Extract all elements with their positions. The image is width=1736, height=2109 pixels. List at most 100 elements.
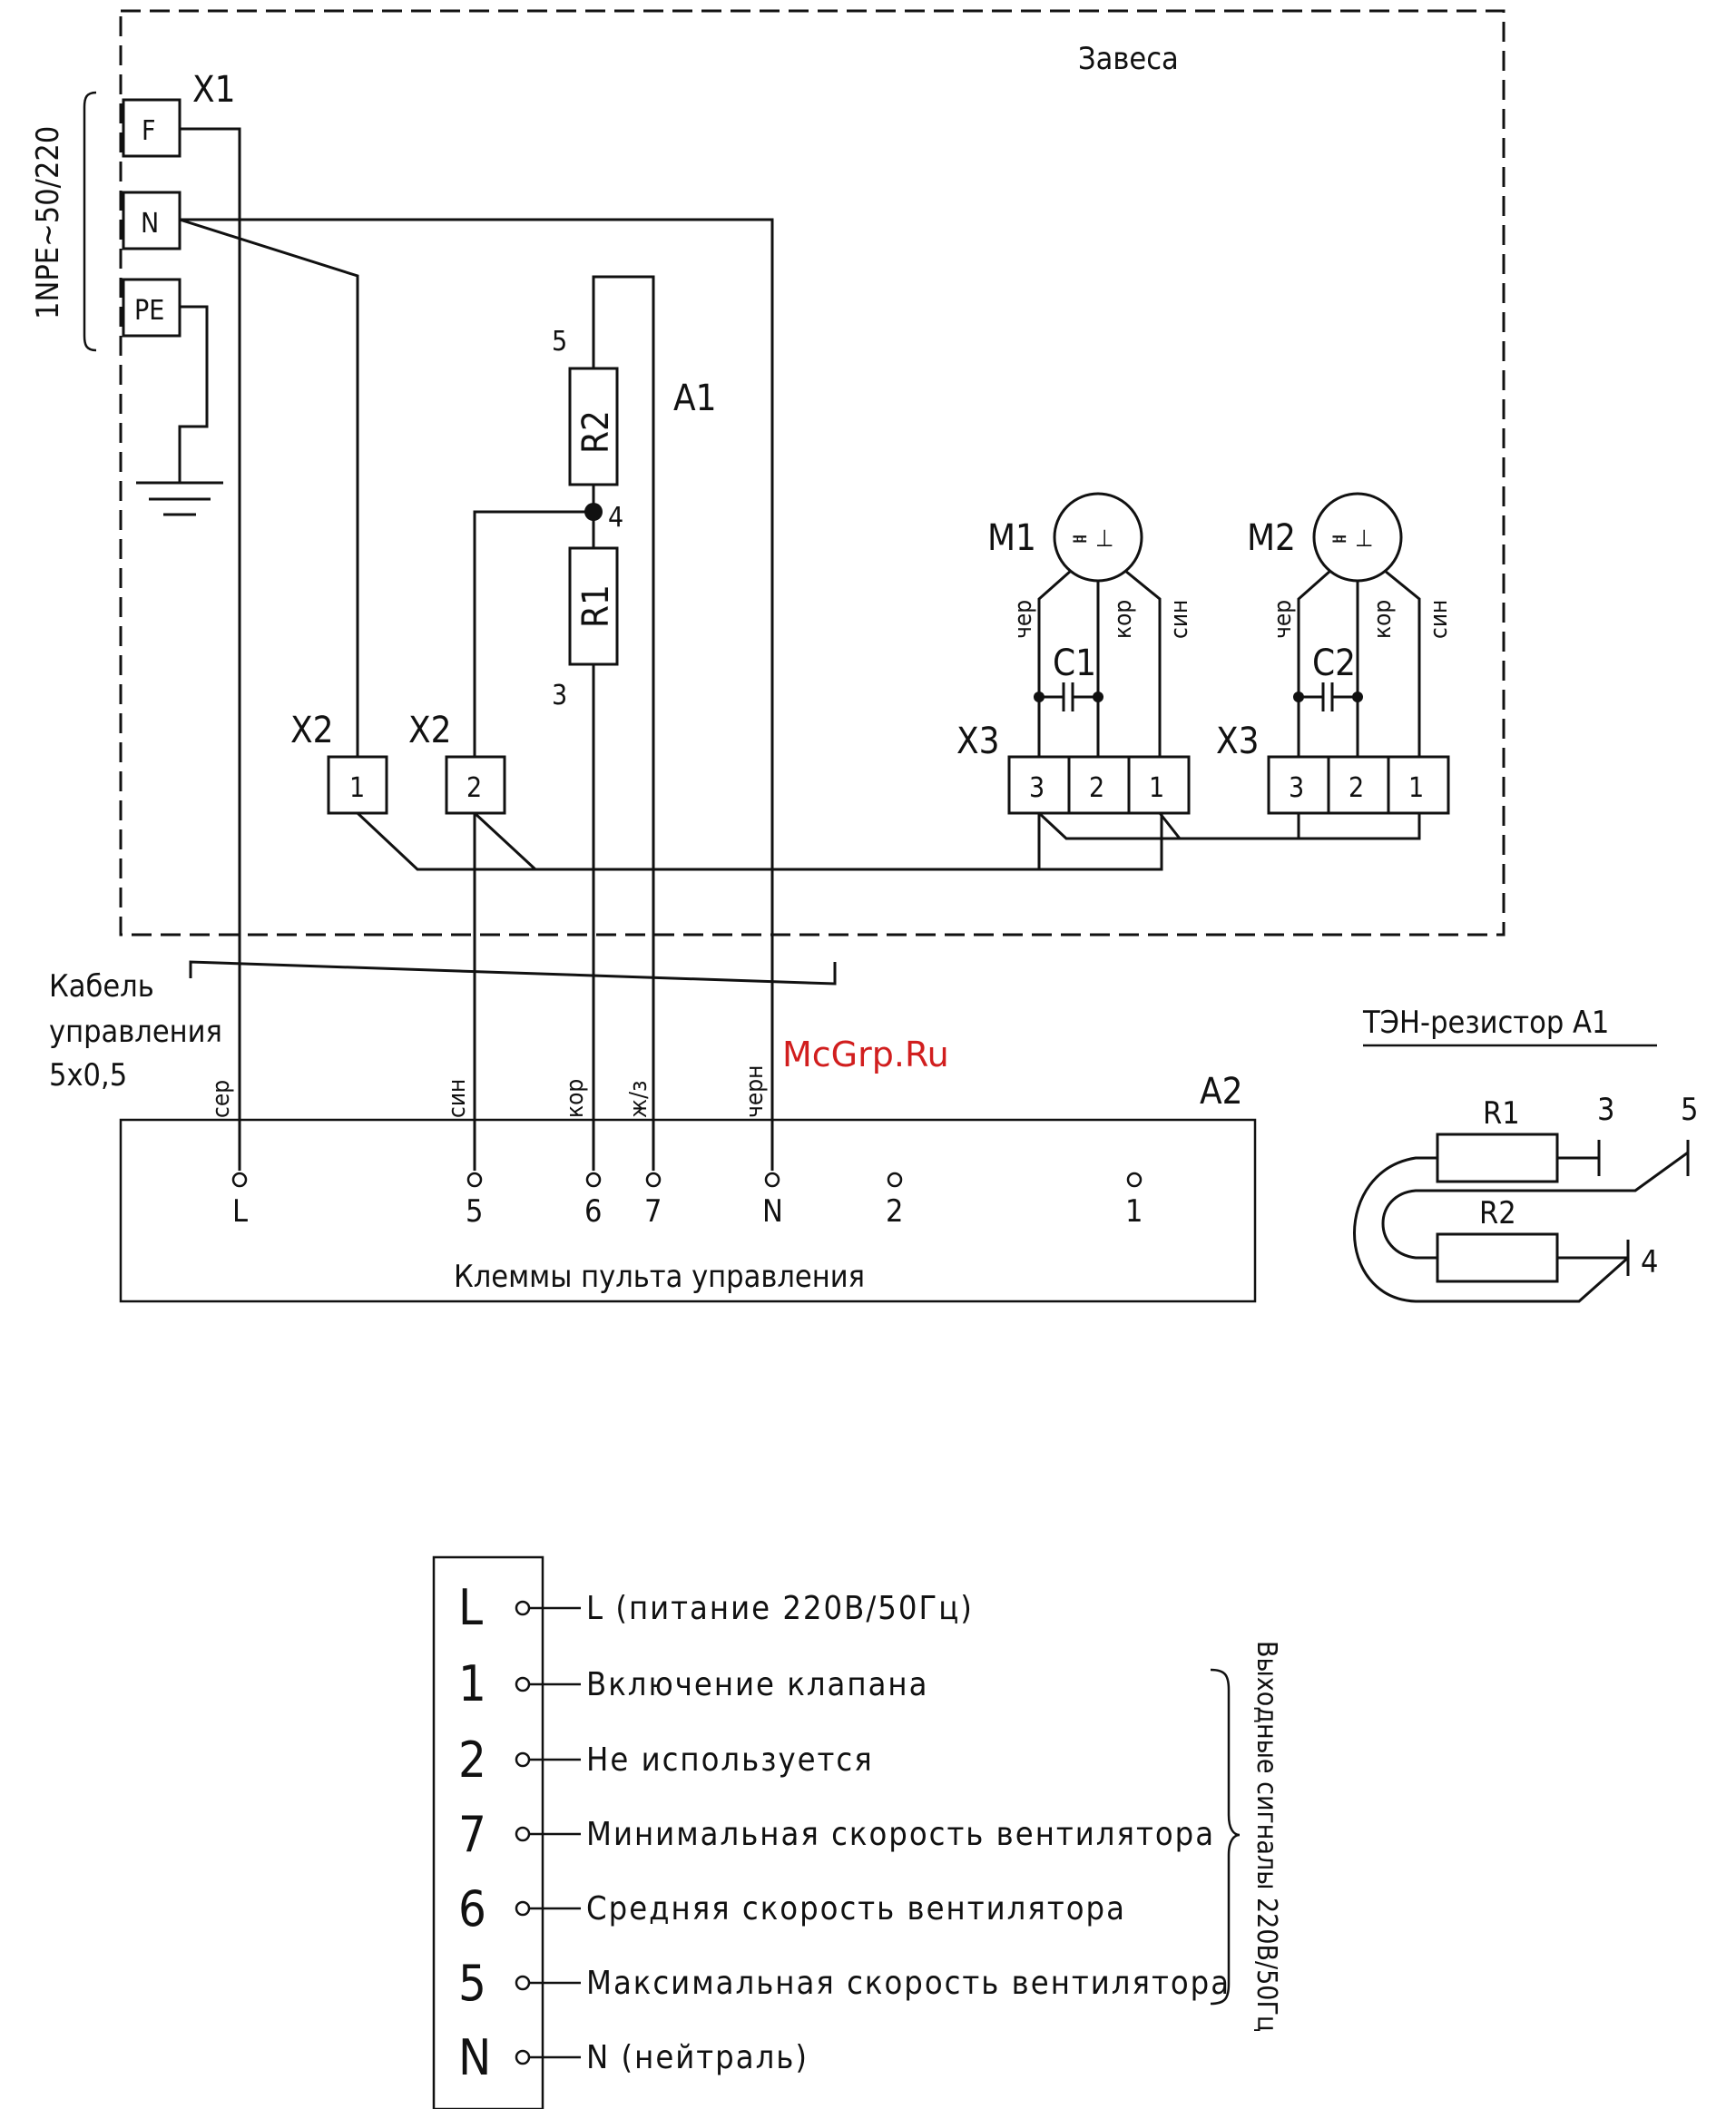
a2-terminal-7	[645, 1172, 662, 1188]
legend-text-n: N (нейтраль)	[586, 2039, 809, 2076]
resistor-r2: R2	[568, 367, 619, 486]
a2-terminal-l	[231, 1172, 248, 1188]
x1-label: X1	[192, 69, 236, 111]
cable-wire-grey: сер	[208, 1080, 235, 1118]
legend-pin-5: 5	[458, 1955, 486, 2012]
ten-detail: R1 R2 3 5 4	[1353, 1092, 1698, 1303]
x2b-label: X2	[408, 710, 452, 751]
wire-node4-to-x2-2	[473, 510, 593, 759]
legend-text-5: Максимальная скорость вентилятора	[586, 1965, 1231, 2002]
wire-x2-1-bus	[356, 811, 1163, 871]
legend-row-l: L L (питание 220В/50Гц)	[458, 1579, 974, 1636]
legend-pin-7: 7	[458, 1806, 486, 1863]
a2-term-label-l: L	[232, 1193, 248, 1230]
wire-neutral	[180, 218, 774, 1171]
x1-terminal-f: F	[122, 98, 181, 158]
a2-term-label-6: 6	[584, 1193, 602, 1230]
x1-terminal-pe: PE	[122, 278, 181, 338]
cable-wire-black: черн	[741, 1065, 769, 1118]
a2-terminal-6	[585, 1172, 602, 1188]
x2b-pin: 2	[466, 772, 482, 804]
a2-term-label-n: N	[762, 1193, 783, 1230]
ten-title: ТЭН-резистор А1	[1362, 1005, 1609, 1041]
a1-node3: 3	[552, 680, 567, 711]
legend-text-1: Включение клапана	[586, 1666, 928, 1703]
m1-wire-black: чер	[1010, 600, 1037, 639]
x3b-pin-1: 1	[1408, 772, 1424, 804]
ground-icon	[136, 305, 223, 516]
legend-row-7: 7 Минимальная скорость вентилятора	[458, 1806, 1215, 1863]
cable-label-3: 5х0,5	[49, 1057, 127, 1094]
watermark: McGrp.Ru	[782, 1035, 949, 1074]
legend-text-6: Средняя скорость вентилятора	[586, 1890, 1126, 1928]
legend-row-5: 5 Максимальная скорость вентилятора	[458, 1955, 1231, 2012]
a2-term-label-2: 2	[886, 1193, 903, 1230]
legend-row-6: 6 Средняя скорость вентилятора	[458, 1880, 1126, 1937]
wire-phase	[180, 127, 241, 1171]
ten-r1-label: R1	[1483, 1095, 1520, 1132]
legend-pin-l: L	[458, 1579, 483, 1636]
x3b-pin-3: 3	[1289, 772, 1304, 804]
legend-pin-2: 2	[458, 1731, 486, 1789]
capacitor-c1	[1034, 682, 1103, 711]
m2-wire-blue: син	[1426, 600, 1453, 639]
ten-n3-label: 3	[1597, 1092, 1614, 1128]
legend-text-2: Не используется	[586, 1741, 874, 1779]
x2a-pin: 1	[349, 772, 365, 804]
curtain-enclosure	[119, 9, 1506, 937]
legend-brace	[1210, 1668, 1241, 2006]
m2-symbol: ≖ ⊥	[1330, 525, 1373, 553]
r1-label: R1	[575, 584, 617, 628]
curtain-label: Завеса	[1078, 41, 1179, 77]
legend-text-l: L (питание 220В/50Гц)	[586, 1590, 974, 1627]
x3a-pin-1: 1	[1149, 772, 1164, 804]
legend-pin-n: N	[458, 2029, 491, 2086]
legend-pin-1: 1	[458, 1655, 486, 1712]
x3a-terminal-block: 3 2 1	[1007, 755, 1191, 815]
r2-label: R2	[575, 410, 617, 454]
x1-pin-pe: PE	[134, 295, 164, 327]
a2-term-label-1: 1	[1125, 1193, 1143, 1230]
power-bracket	[83, 91, 97, 352]
ten-n4-label: 4	[1641, 1244, 1658, 1280]
cable-wire-yellowgreen: ж/з	[625, 1081, 652, 1118]
legend-text-7: Минимальная скорость вентилятора	[586, 1816, 1215, 1853]
ten-n5-label: 5	[1681, 1092, 1698, 1128]
c1-label: C1	[1053, 643, 1096, 684]
x3b-terminal-block: 3 2 1	[1267, 755, 1450, 815]
x2-terminal-1: 1	[327, 755, 388, 815]
x2-terminal-2: 2	[445, 755, 506, 815]
cable-wire-blue: син	[444, 1079, 471, 1118]
a2-panel	[119, 1118, 1257, 1303]
legend-rows: L L (питание 220В/50Гц) 1 Включение клап…	[458, 1579, 1231, 2086]
wire-a1-top	[592, 275, 655, 1171]
m2-label: M2	[1247, 517, 1296, 559]
m1-label: M1	[987, 517, 1036, 559]
legend-bracket-label: Выходные сигналы 220В/50Гц	[1251, 1641, 1282, 2032]
a2-terminal-2	[887, 1172, 903, 1188]
x3a-pin-3: 3	[1029, 772, 1045, 804]
capacitor-c2	[1293, 682, 1363, 711]
legend-row-n: N N (нейтраль)	[458, 2029, 809, 2086]
legend-row-2: 2 Не используется	[458, 1731, 874, 1789]
power-spec: 1NPE~50/220	[30, 126, 66, 319]
m2-wire-brown: кор	[1369, 600, 1397, 639]
x1-terminal-n: N	[122, 191, 181, 250]
x3a-label: X3	[956, 721, 1000, 762]
x1-pin-f: F	[142, 115, 156, 147]
a2-term-label-7: 7	[644, 1193, 662, 1230]
cable-marker	[189, 960, 837, 986]
a2-term-label-5: 5	[466, 1193, 483, 1230]
m1-wire-brown: кор	[1110, 600, 1137, 639]
a1-label: A1	[673, 378, 717, 419]
motor-m2-icon: ≖ ⊥	[1312, 492, 1403, 583]
c2-label: C2	[1312, 643, 1356, 684]
x3a-pin-2: 2	[1089, 772, 1104, 804]
cable-wire-brown: кор	[562, 1079, 589, 1118]
legend-row-1: 1 Включение клапана	[458, 1655, 928, 1712]
m1-wire-blue: син	[1166, 600, 1193, 639]
a2-terminals: L 5 6 7 N 2 1	[231, 1172, 1143, 1230]
cable-label-1: Кабель	[49, 968, 154, 1005]
cable-label-2: управления	[49, 1014, 222, 1050]
a2-terminal-1	[1126, 1172, 1143, 1188]
